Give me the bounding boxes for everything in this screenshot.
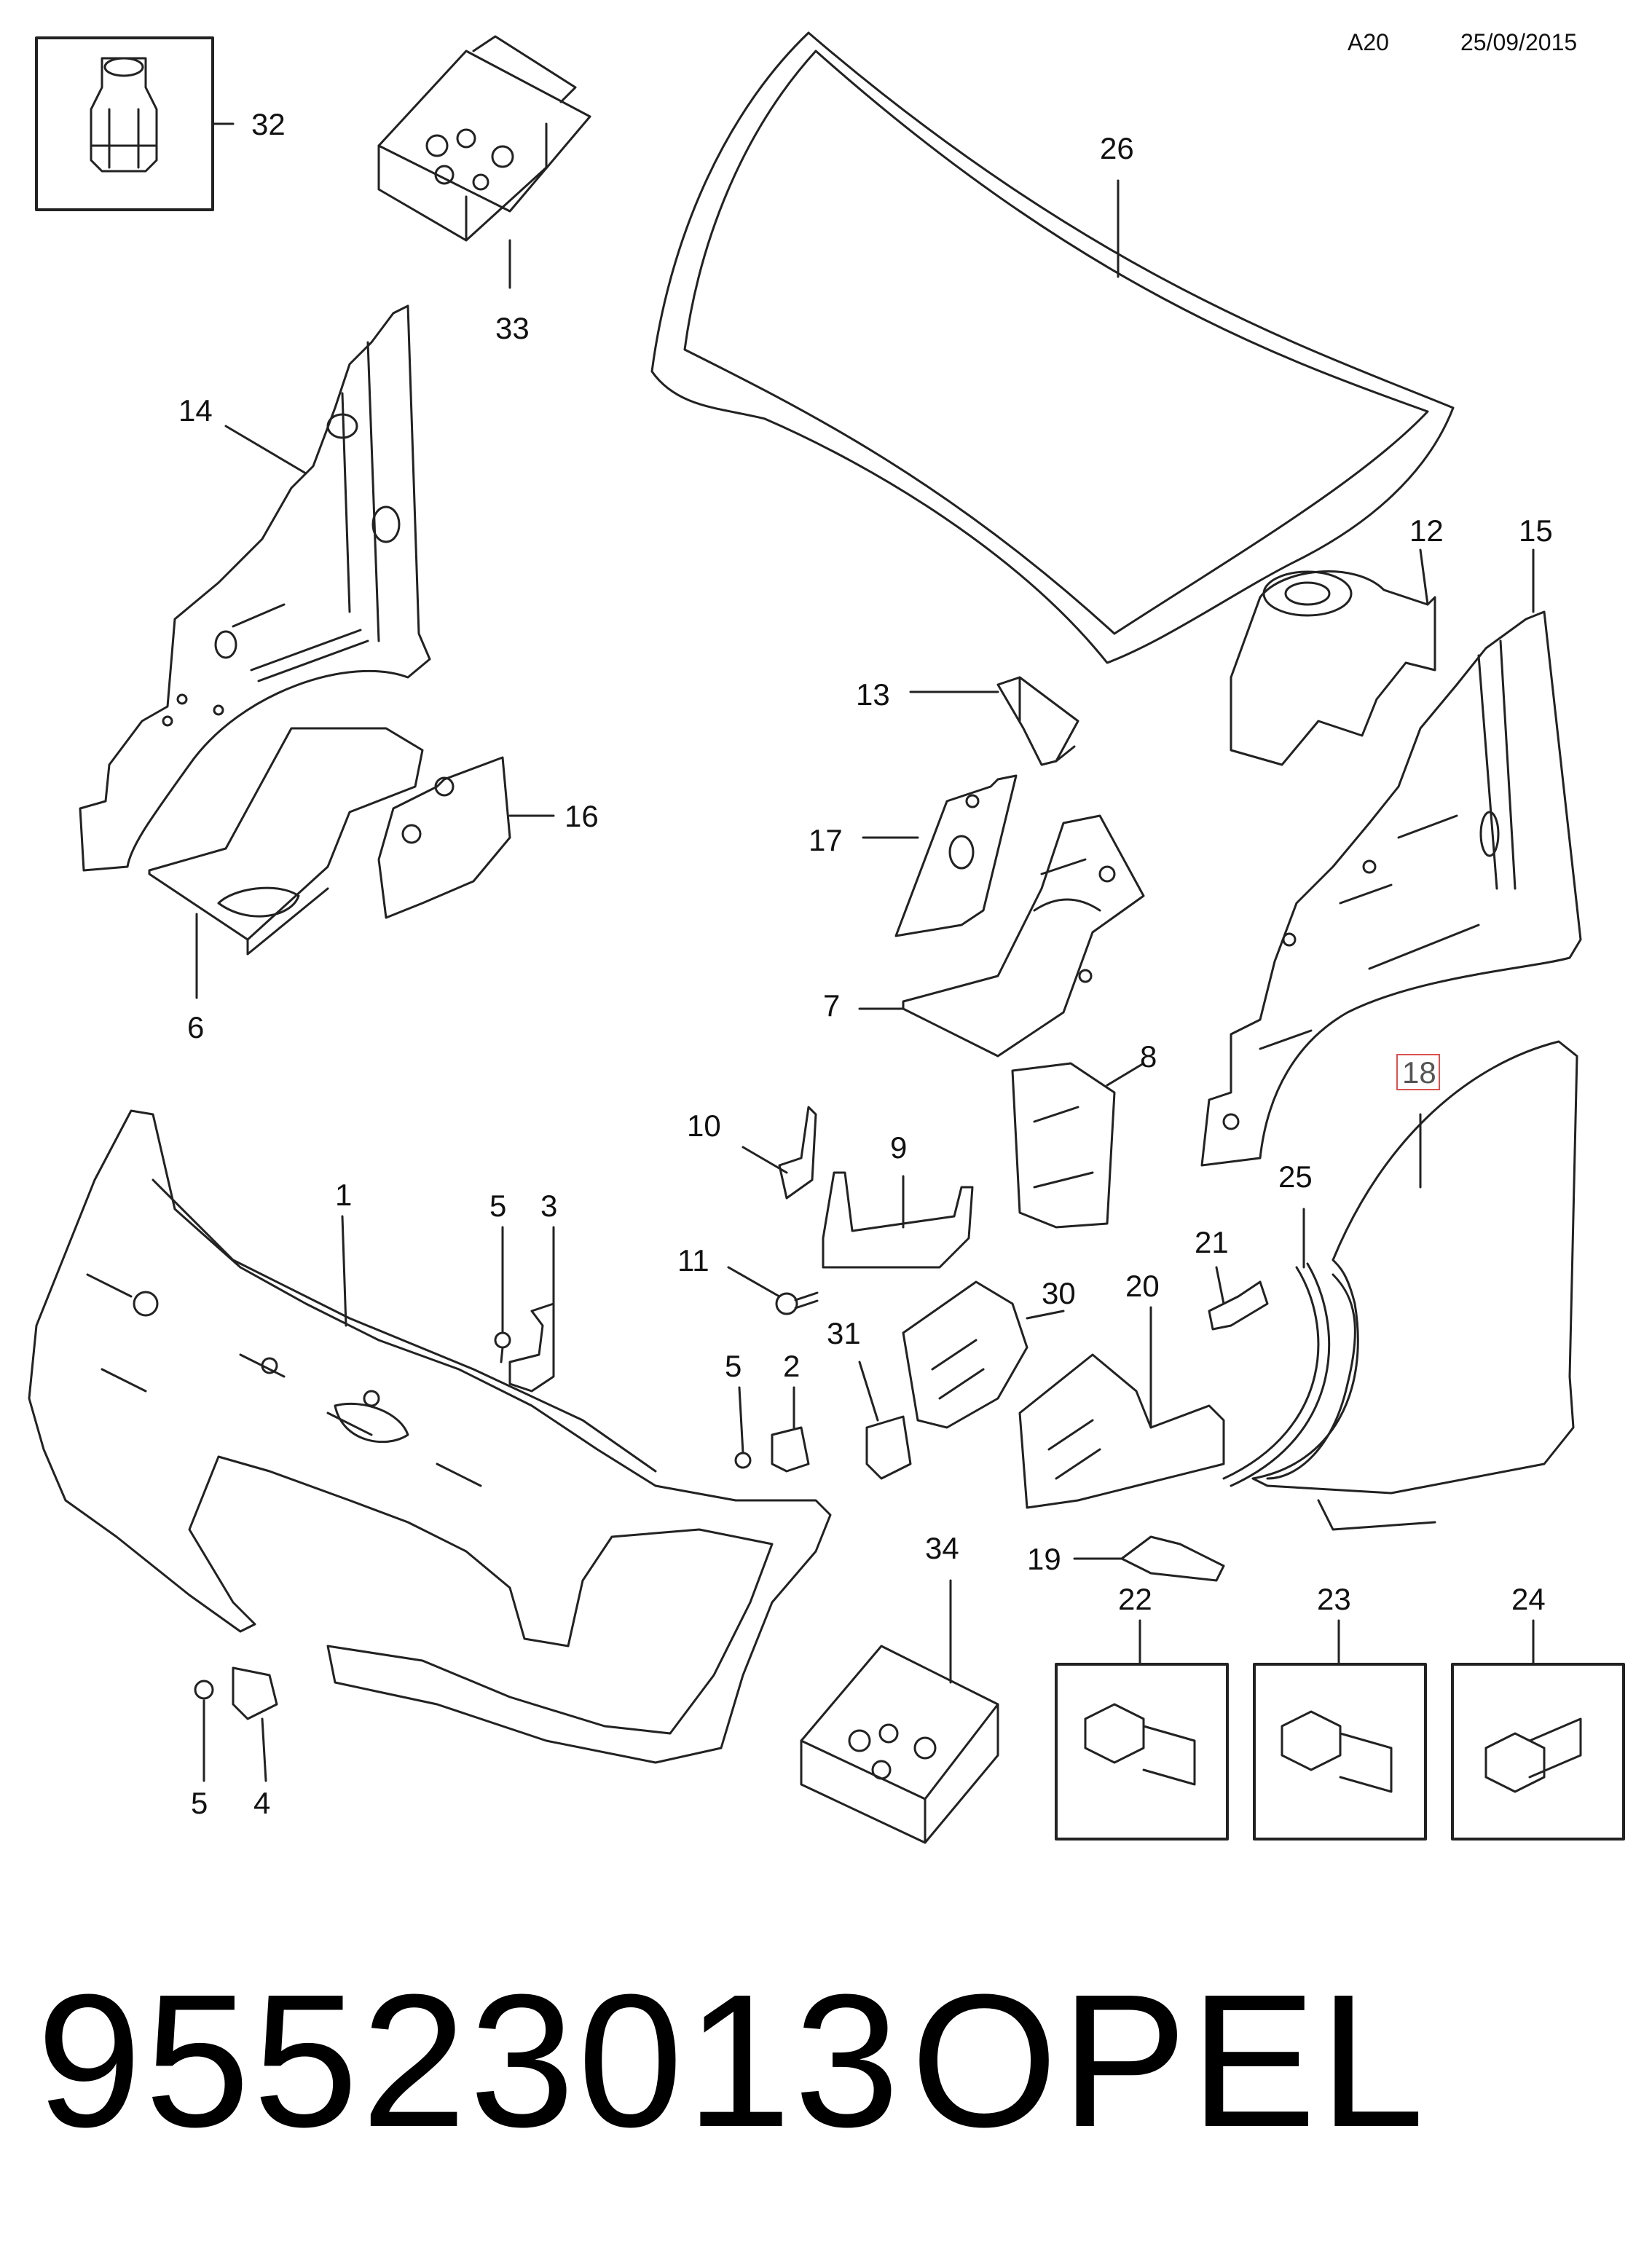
callout-16[interactable]: 16: [565, 799, 599, 833]
part-6-lower-bracket[interactable]: [148, 727, 424, 956]
brand-name: OPEL: [910, 1956, 1428, 2167]
callout-3[interactable]: 3: [540, 1189, 557, 1223]
callout-8[interactable]: 8: [1140, 1039, 1157, 1074]
part-8-bracket[interactable]: [1011, 1062, 1116, 1229]
part-18-front-fender[interactable]: [1251, 1040, 1578, 1531]
callout-23[interactable]: 23: [1317, 1582, 1351, 1616]
part-33-fastener-kit[interactable]: [377, 35, 591, 242]
part-23-bolt[interactable]: [1253, 1663, 1427, 1841]
diagram-date: 25/09/2015: [1460, 29, 1578, 55]
callout-14[interactable]: 14: [178, 393, 213, 428]
parts-diagram: 3233261412151316176781810925153211130203…: [28, 31, 1625, 1844]
callout-10[interactable]: 10: [687, 1109, 721, 1143]
part-12-strut-tower[interactable]: [1230, 570, 1436, 766]
callout-11[interactable]: 11: [677, 1243, 709, 1277]
part-31-bracket[interactable]: [865, 1415, 912, 1480]
callout-33[interactable]: 33: [495, 311, 530, 345]
part-22-bolt[interactable]: [1055, 1663, 1229, 1841]
part-14-left-wheelhouse-panel[interactable]: [79, 304, 431, 872]
part-10-small-bracket[interactable]: [778, 1106, 817, 1200]
callout-34[interactable]: 34: [925, 1531, 959, 1565]
callout-4[interactable]: 4: [253, 1786, 270, 1820]
callout-25[interactable]: 25: [1278, 1160, 1313, 1194]
diagram-code: A20: [1348, 29, 1389, 55]
part-5-bolt-lower[interactable]: [194, 1680, 214, 1700]
callout-12[interactable]: 12: [1409, 513, 1444, 548]
callout-30[interactable]: 30: [1042, 1276, 1076, 1310]
callout-21[interactable]: 21: [1195, 1225, 1229, 1259]
callout-5[interactable]: 5: [725, 1349, 742, 1383]
part-32-nut[interactable]: [35, 36, 214, 211]
part-24-bolt[interactable]: [1451, 1663, 1625, 1841]
callout-15[interactable]: 15: [1519, 513, 1553, 548]
part-19-latch-bracket[interactable]: [1120, 1535, 1225, 1582]
part-15-right-wheelhouse-panel[interactable]: [1200, 610, 1582, 1167]
callout-5[interactable]: 5: [191, 1786, 208, 1820]
part-1-front-end-carrier[interactable]: [28, 1109, 832, 1764]
part-4-bracket[interactable]: [232, 1666, 278, 1720]
callout-26[interactable]: 26: [1100, 131, 1134, 165]
part-3-bracket[interactable]: [508, 1302, 555, 1393]
callout-24[interactable]: 24: [1511, 1582, 1546, 1616]
callout-20[interactable]: 20: [1125, 1269, 1160, 1303]
part-17-reinforcement-plate[interactable]: [894, 774, 1018, 937]
part-11-bolt[interactable]: [775, 1291, 819, 1315]
callout-7[interactable]: 7: [823, 988, 840, 1023]
part-20-bracket[interactable]: [1018, 1353, 1225, 1509]
callout-18[interactable]: 18: [1402, 1055, 1436, 1090]
callout-32[interactable]: 32: [251, 107, 286, 141]
part-5-bolt-upper[interactable]: [494, 1331, 511, 1363]
part-34-fastener-kit[interactable]: [800, 1645, 999, 1844]
callout-31[interactable]: 31: [827, 1316, 861, 1350]
part-25-fender-seal[interactable]: [1222, 1262, 1331, 1487]
part-21-clip[interactable]: [1208, 1280, 1269, 1331]
callout-1[interactable]: 1: [335, 1178, 352, 1212]
callout-22[interactable]: 22: [1118, 1582, 1152, 1616]
callout-13[interactable]: 13: [856, 677, 890, 712]
part-7-side-bracket[interactable]: [902, 814, 1145, 1058]
part-9-bracket[interactable]: [822, 1171, 974, 1269]
callout-2[interactable]: 2: [783, 1349, 800, 1383]
highlight-box: [1396, 1054, 1440, 1090]
callout-6[interactable]: 6: [187, 1010, 204, 1044]
callout-9[interactable]: 9: [890, 1130, 907, 1165]
part-16-inner-plate[interactable]: [377, 756, 511, 919]
part-26-hood[interactable]: [650, 31, 1455, 664]
callout-17[interactable]: 17: [809, 823, 843, 857]
part-5-bolt-middle[interactable]: [734, 1452, 752, 1469]
part-13-small-bracket[interactable]: [996, 676, 1079, 766]
part-2-bracket[interactable]: [771, 1426, 810, 1473]
part-number: 95523013: [36, 1956, 902, 2167]
callout-5[interactable]: 5: [489, 1189, 506, 1223]
callout-19[interactable]: 19: [1027, 1542, 1061, 1576]
part-30-bracket[interactable]: [902, 1280, 1028, 1429]
